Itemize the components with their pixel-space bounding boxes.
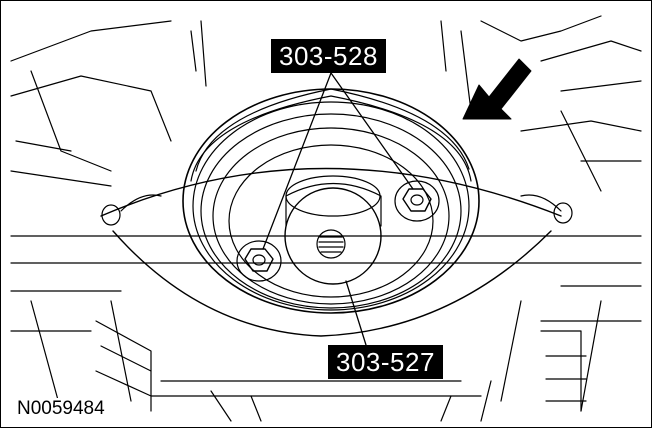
direction-arrow-icon: [462, 58, 532, 120]
engine-block-lines: [10, 15, 642, 412]
bolt-icon: [394, 180, 440, 222]
callout-tool-303-528: 303-528: [271, 39, 386, 73]
leader-lines: [262, 72, 414, 346]
pulley-rings: [182, 88, 480, 314]
cover-plate: [100, 167, 573, 337]
bolt-icon: [236, 240, 282, 282]
callout-tool-303-527: 303-527: [328, 345, 443, 379]
lower-ribs: [95, 320, 587, 422]
figure-id: N0059484: [15, 398, 107, 420]
hub: [284, 175, 382, 285]
